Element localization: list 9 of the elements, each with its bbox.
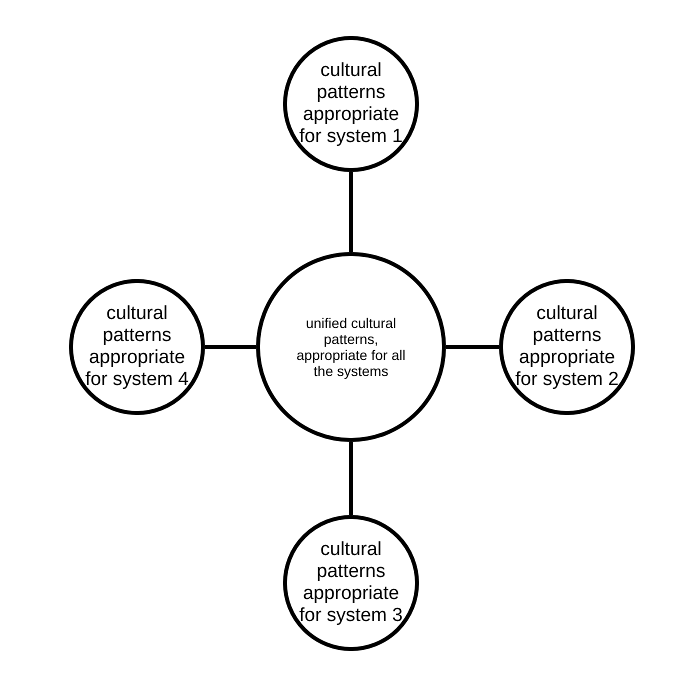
connector-line [349,442,353,515]
node-text: cultural patterns appropriate for system 3 [299,539,403,627]
node-text: cultural patterns appropriate for system 2 [515,303,619,391]
node-text: cultural patterns appropriate for system 4 [85,303,189,391]
node-text: unified cultural patterns, appropriate for all the systems [296,314,406,380]
node-text: cultural patterns appropriate for system 1 [299,60,403,148]
connector-line [205,345,256,349]
connector-line [446,345,499,349]
connector-line [349,172,353,252]
